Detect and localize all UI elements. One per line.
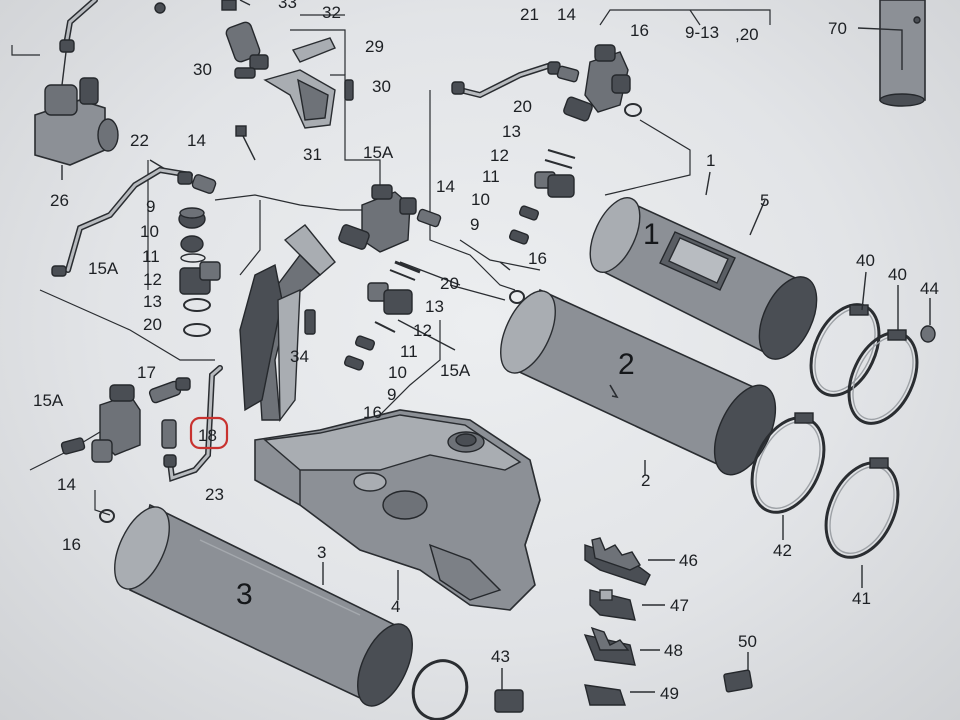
label-20-b: 20 xyxy=(440,274,459,293)
label-47: 47 xyxy=(670,596,689,615)
clips xyxy=(494,537,753,713)
label-9-13: 9-13 xyxy=(685,23,719,42)
valve-15A-lower-left xyxy=(60,377,191,463)
label-14-a: 14 xyxy=(187,131,206,150)
label-50: 50 xyxy=(738,632,757,651)
callout-labels: 33 32 29 30 30 31 26 22 14 9 10 11 15A 1… xyxy=(33,0,939,703)
parts-stack-left xyxy=(178,207,221,337)
label-70: 70 xyxy=(828,19,847,38)
tank-1 xyxy=(589,197,818,360)
label-14-c: 14 xyxy=(436,177,455,196)
label-32: 32 xyxy=(322,3,341,22)
tank-label-1: 1 xyxy=(643,218,660,251)
parts-stack-right xyxy=(508,149,576,304)
clip-leaders xyxy=(322,27,931,693)
label-3: 3 xyxy=(317,543,326,562)
label-1: 1 xyxy=(706,151,715,170)
pipe-21 xyxy=(451,61,580,99)
label-40-a: 40 xyxy=(856,251,875,270)
label-11-c: 11 xyxy=(482,167,500,186)
label-41: 41 xyxy=(852,589,871,608)
label-44: 44 xyxy=(920,279,939,298)
label-9-a: 9 xyxy=(146,197,155,216)
label-16-d: 16 xyxy=(528,249,547,268)
label-2: 2 xyxy=(641,471,650,490)
label-23: 23 xyxy=(205,485,224,504)
label-13-a: 13 xyxy=(143,292,162,311)
label-42: 42 xyxy=(773,541,792,560)
label-46: 46 xyxy=(679,551,698,570)
label-5: 5 xyxy=(760,191,769,210)
label-20-a: 20 xyxy=(143,315,162,334)
bracket-29-31 xyxy=(234,37,354,161)
label-34: 34 xyxy=(290,347,309,366)
straps xyxy=(411,303,936,720)
label-11-a: 11 xyxy=(142,247,160,266)
label-13-c: 13 xyxy=(502,122,521,141)
label-14-b: 14 xyxy=(57,475,76,494)
label-16-b: 16 xyxy=(363,403,382,422)
label-15A-a: 15A xyxy=(88,259,119,278)
label-10-c: 10 xyxy=(471,190,490,209)
frame-center xyxy=(239,224,336,423)
fitting-14-left xyxy=(191,174,217,194)
label-9-b: 9 xyxy=(387,385,396,404)
label-12-c: 12 xyxy=(490,146,509,165)
label-30-left: 30 xyxy=(193,60,212,79)
label-9-c: 9 xyxy=(470,215,479,234)
label-12-a: 12 xyxy=(143,270,162,289)
label-40-b: 40 xyxy=(888,265,907,284)
label-30-right: 30 xyxy=(372,77,391,96)
label-48: 48 xyxy=(664,641,683,660)
label-21: 21 xyxy=(520,5,539,24)
pipe-23 xyxy=(161,365,223,483)
label-15A-d: 15A xyxy=(440,361,471,380)
label-20-d: 20 xyxy=(513,97,532,116)
pipe-top-left xyxy=(59,0,98,53)
label-33: 33 xyxy=(278,0,297,12)
label-18: 18 xyxy=(198,426,217,445)
label-43: 43 xyxy=(491,647,510,666)
tank-3 xyxy=(114,503,413,707)
part-18-highlight xyxy=(189,416,229,450)
label-16-c: 16 xyxy=(630,21,649,40)
tank-label-2: 2 xyxy=(618,348,635,381)
label-11-b: 11 xyxy=(400,342,418,361)
label-10-b: 10 xyxy=(388,363,407,382)
label-29: 29 xyxy=(365,37,384,56)
label-26: 26 xyxy=(50,191,69,210)
label-13-b: 13 xyxy=(425,297,444,316)
label-15A-c: 15A xyxy=(363,143,394,162)
carrier-4 xyxy=(254,409,541,611)
valve-upper-right xyxy=(563,44,642,122)
label-31: 31 xyxy=(303,145,322,164)
label-22: 22 xyxy=(130,131,149,150)
label-16-a: 16 xyxy=(62,535,81,554)
label-20-c: ,20 xyxy=(735,25,759,44)
label-12-b: 12 xyxy=(413,321,432,340)
pressure-valve-26 xyxy=(34,51,119,180)
label-17: 17 xyxy=(137,363,156,382)
valve-15A-center xyxy=(338,184,442,253)
pipe-22 xyxy=(51,166,193,277)
parts-stack-center xyxy=(343,260,421,371)
label-49: 49 xyxy=(660,684,679,703)
leader-lines xyxy=(11,9,771,516)
label-4: 4 xyxy=(391,597,400,616)
label-10-a: 10 xyxy=(140,222,159,241)
label-15A-b: 15A xyxy=(33,391,64,410)
fitting-33 xyxy=(154,0,269,70)
label-14-d: 14 xyxy=(557,5,576,24)
o-ring-16-left xyxy=(99,509,115,523)
tank-label-3: 3 xyxy=(236,578,253,611)
